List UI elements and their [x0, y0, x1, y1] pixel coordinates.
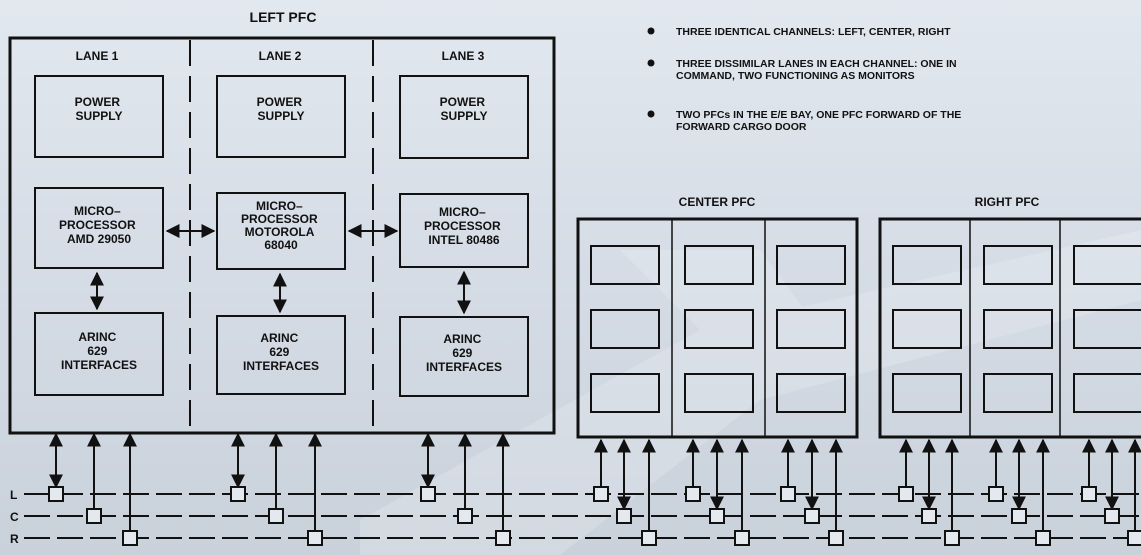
bus-coupler-box — [1011, 508, 1027, 524]
bus-label-c: C — [10, 510, 19, 524]
center-module-box — [590, 373, 660, 413]
center-module-box — [590, 245, 660, 285]
lane-2-power-supply-box — [216, 75, 346, 158]
center-module-box — [590, 309, 660, 349]
right-module-box — [1073, 373, 1141, 413]
center-pfc-modules — [590, 245, 846, 413]
bus-coupler-box — [709, 508, 725, 524]
lane-3-arinc-box — [399, 316, 529, 397]
bus-coupler-box — [1104, 508, 1120, 524]
bus-coupler-box — [685, 486, 701, 502]
right-module-box — [892, 309, 962, 349]
bus-coupler-box — [780, 486, 796, 502]
bus-coupler-box — [616, 508, 632, 524]
bus-coupler-box — [1035, 530, 1051, 546]
center-module-box — [776, 245, 846, 285]
aircraft-watermark — [360, 230, 1141, 555]
lane-2-power-label: POWER SUPPLY — [257, 95, 306, 123]
right-pfc-unit — [878, 217, 1141, 439]
bullet-2-text: THREE DISSIMILAR LANES IN EACH CHANNEL: … — [676, 58, 960, 82]
center-pfc-unit — [576, 217, 859, 439]
lane-3-power-label: POWER SUPPLY — [440, 95, 489, 123]
bullet-3-dot — [647, 110, 655, 118]
lane-1-power-supply-box — [34, 75, 164, 158]
lane-1-arinc-box — [34, 312, 164, 396]
lane-1-label: LANE 1 — [76, 49, 119, 63]
lane-3-cpu-label: MICRO– PROCESSOR INTEL 80486 — [424, 205, 504, 247]
bus-coupler-box — [988, 486, 1004, 502]
lane-2-arinc-label: ARINC 629 INTERFACES — [243, 331, 319, 373]
center-pfc-title: CENTER PFC — [679, 195, 756, 209]
right-module-box — [983, 309, 1053, 349]
center-module-box — [776, 373, 846, 413]
right-pfc-title: RIGHT PFC — [975, 195, 1040, 209]
bus-coupler-box — [230, 486, 246, 502]
bus-taps — [48, 432, 1141, 546]
right-module-box — [983, 373, 1053, 413]
right-pfc-modules — [892, 245, 1141, 413]
lane-1-power-label: POWER SUPPLY — [75, 95, 124, 123]
bus-coupler-box — [48, 486, 64, 502]
bus-coupler-box — [898, 486, 914, 502]
right-module-box — [892, 245, 962, 285]
bus-coupler-box — [944, 530, 960, 546]
lane-1-cpu-label: MICRO– PROCESSOR AMD 29050 — [59, 204, 139, 246]
bullet-1-text: THREE IDENTICAL CHANNELS: LEFT, CENTER, … — [676, 26, 951, 38]
lane-3-microprocessor-box — [399, 193, 529, 268]
lane-2-arinc-box — [216, 315, 346, 395]
right-module-box — [983, 245, 1053, 285]
bus-coupler-box — [641, 530, 657, 546]
bullet-list: THREE IDENTICAL CHANNELS: LEFT, CENTER, … — [647, 26, 964, 133]
bus-coupler-box — [734, 530, 750, 546]
center-module-box — [684, 309, 754, 349]
right-pfc-box — [878, 217, 1141, 439]
bus-coupler-box — [420, 486, 436, 502]
bullet-2-dot — [647, 59, 655, 67]
right-module-box — [892, 373, 962, 413]
right-module-box — [1073, 245, 1141, 285]
bus-coupler-box — [86, 508, 102, 524]
bus-coupler-box — [122, 530, 138, 546]
lane-1-microprocessor-box — [34, 187, 164, 269]
bus-coupler-box — [307, 530, 323, 546]
bus-label-r: R — [10, 532, 19, 546]
bullet-3-text: TWO PFCs IN THE E/E BAY, ONE PFC FORWARD… — [676, 109, 964, 133]
left-pfc-title: LEFT PFC — [250, 9, 317, 25]
center-module-box — [684, 245, 754, 285]
bullet-1-dot — [647, 27, 655, 35]
bus-coupler-box — [921, 508, 937, 524]
bus-label-l: L — [10, 488, 17, 502]
bus-coupler-box — [1127, 530, 1141, 546]
lane-2-microprocessor-box — [216, 192, 346, 270]
lane-3-arinc-label: ARINC 629 INTERFACES — [426, 332, 502, 374]
bus-coupler-box — [268, 508, 284, 524]
bus-coupler-box — [828, 530, 844, 546]
bus-coupler-box — [804, 508, 820, 524]
lane-3-power-supply-box — [399, 75, 529, 159]
center-module-box — [776, 309, 846, 349]
bus-coupler-box — [1081, 486, 1097, 502]
lane-3-label: LANE 3 — [442, 49, 485, 63]
lane-2-label: LANE 2 — [259, 49, 302, 63]
center-pfc-box — [576, 217, 859, 439]
center-module-box — [684, 373, 754, 413]
bus-coupler-box — [495, 530, 511, 546]
bus-coupler-box — [457, 508, 473, 524]
bus-coupler-box — [593, 486, 609, 502]
right-module-box — [1073, 309, 1141, 349]
lane-2-cpu-label: MICRO– PROCESSOR MOTOROLA 68040 — [241, 199, 321, 252]
lane-1-arinc-label: ARINC 629 INTERFACES — [61, 330, 137, 372]
